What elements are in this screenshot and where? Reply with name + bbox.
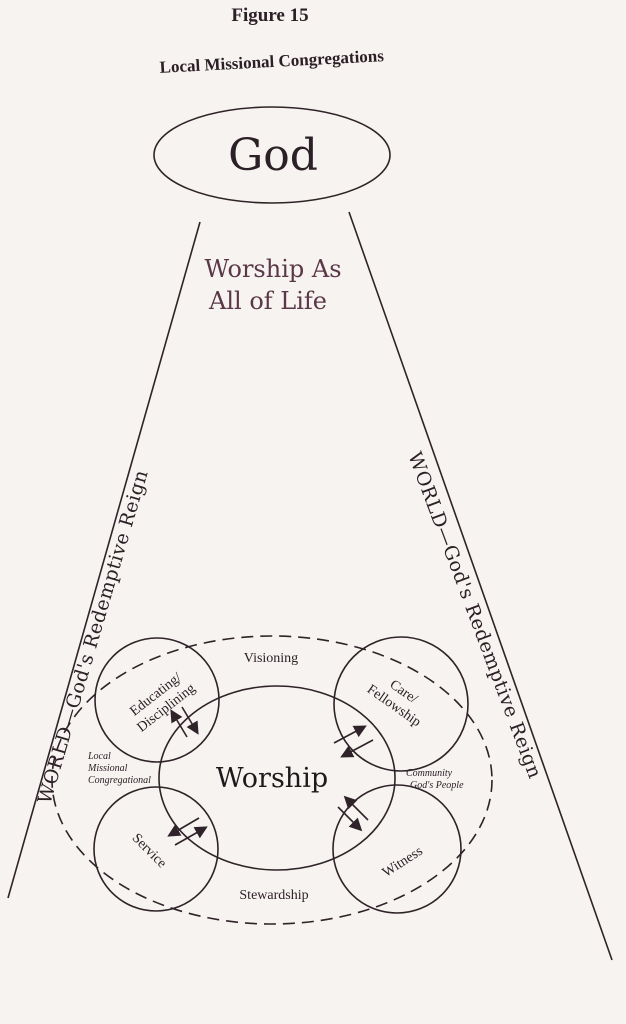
god-label: God [228, 130, 318, 181]
community-line2: God's People [410, 780, 464, 791]
arrow-witness-in [343, 795, 369, 821]
educating-circle [94, 637, 220, 763]
congregation-dashed-oval [51, 635, 493, 925]
worship-life-line1: Worship As [204, 255, 341, 283]
visioning-label: Visioning [244, 651, 298, 666]
witness-circle [332, 784, 462, 914]
arrow-service-out [167, 817, 200, 837]
service-label: Service [129, 831, 169, 871]
world-right-label: WORLD—God's Redemptive Reign [403, 449, 546, 782]
worship-circle [158, 685, 396, 871]
service-circle [93, 786, 219, 912]
witness-label: Witness [380, 844, 426, 881]
funnel-right-line [348, 211, 613, 961]
arrow-care-in [340, 739, 374, 758]
funnel-left-line [7, 221, 201, 899]
community-line1: Community [406, 768, 453, 779]
worship-life-line2: All of Life [208, 287, 327, 315]
stewardship-label: Stewardship [239, 888, 308, 903]
god-oval [153, 106, 391, 204]
worship-center-label: Worship [216, 763, 328, 794]
arrow-witness-out [337, 806, 363, 832]
arrow-care-out [333, 725, 367, 744]
arrow-service-in [174, 826, 208, 846]
figure-number: Figure 15 [231, 5, 308, 26]
figure-title: Local Missional Congregations [159, 46, 385, 77]
care-circle [333, 636, 469, 772]
arrow-educating-in [181, 706, 199, 735]
local-line1: Local [87, 751, 111, 762]
local-line2: Missional [87, 763, 128, 774]
arrow-educating-out [170, 709, 188, 738]
local-line3: Congregational [88, 775, 151, 786]
